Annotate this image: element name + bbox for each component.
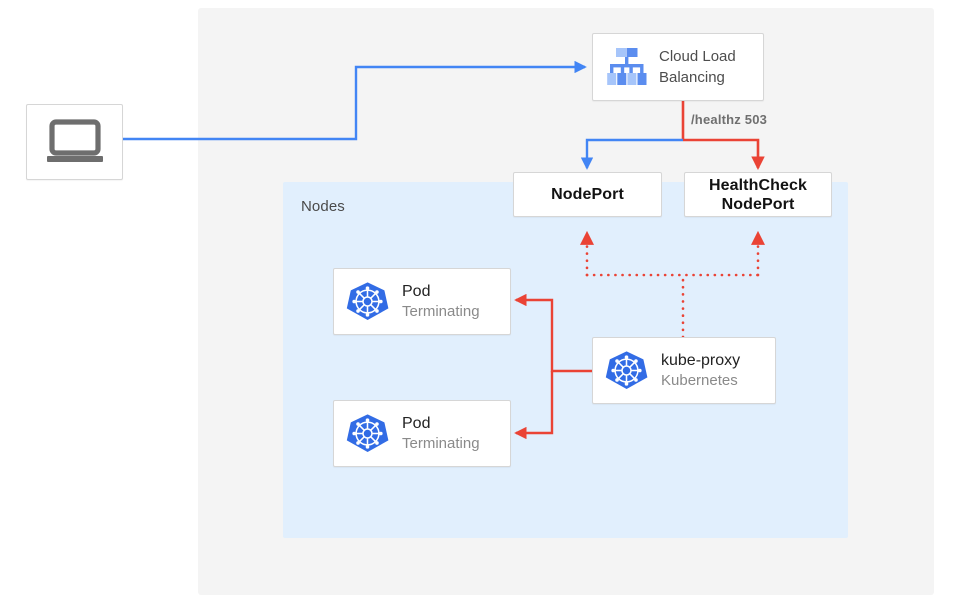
kubernetes-icon <box>605 351 648 389</box>
pod-node-b: Pod Terminating <box>333 400 511 467</box>
pod-a-text: Pod Terminating <box>402 282 480 322</box>
nodes-region-label: Nodes <box>301 198 345 215</box>
healthcheck-nodeport-label: HealthCheck NodePort <box>709 176 807 214</box>
pod-b-title: Pod <box>402 414 431 432</box>
kube-proxy-subtitle: Kubernetes <box>661 371 738 389</box>
cloud-load-balancing-label: Cloud Load Balancing <box>659 46 736 88</box>
laptop-icon <box>46 119 103 162</box>
kubernetes-icon <box>346 414 389 452</box>
healthcheck-nodeport-node: HealthCheck NodePort <box>684 172 832 217</box>
kube-proxy-node: kube-proxy Kubernetes <box>592 337 776 404</box>
cloud-load-balancing-icon <box>607 48 647 85</box>
pod-b-status: Terminating <box>402 434 480 452</box>
pod-a-status: Terminating <box>402 302 480 320</box>
cloud-load-balancing-label-line2: Balancing <box>659 69 725 86</box>
pod-b-text: Pod Terminating <box>402 414 480 454</box>
kube-proxy-title: kube-proxy <box>661 351 741 369</box>
healthz-edge-label: /healthz 503 <box>691 112 768 127</box>
nodeport-node: NodePort <box>513 172 662 217</box>
kube-proxy-text: kube-proxy Kubernetes <box>661 351 740 391</box>
healthcheck-nodeport-label-line2: NodePort <box>721 195 795 213</box>
nodeport-label: NodePort <box>551 186 624 203</box>
pod-a-title: Pod <box>402 282 431 300</box>
cloud-load-balancing-label-line1: Cloud Load <box>659 48 736 65</box>
healthcheck-nodeport-label-line1: HealthCheck <box>708 176 808 194</box>
pod-node-a: Pod Terminating <box>333 268 511 335</box>
kubernetes-icon <box>346 282 389 320</box>
cloud-load-balancing-node: Cloud Load Balancing <box>592 33 764 101</box>
client-node <box>26 104 123 180</box>
